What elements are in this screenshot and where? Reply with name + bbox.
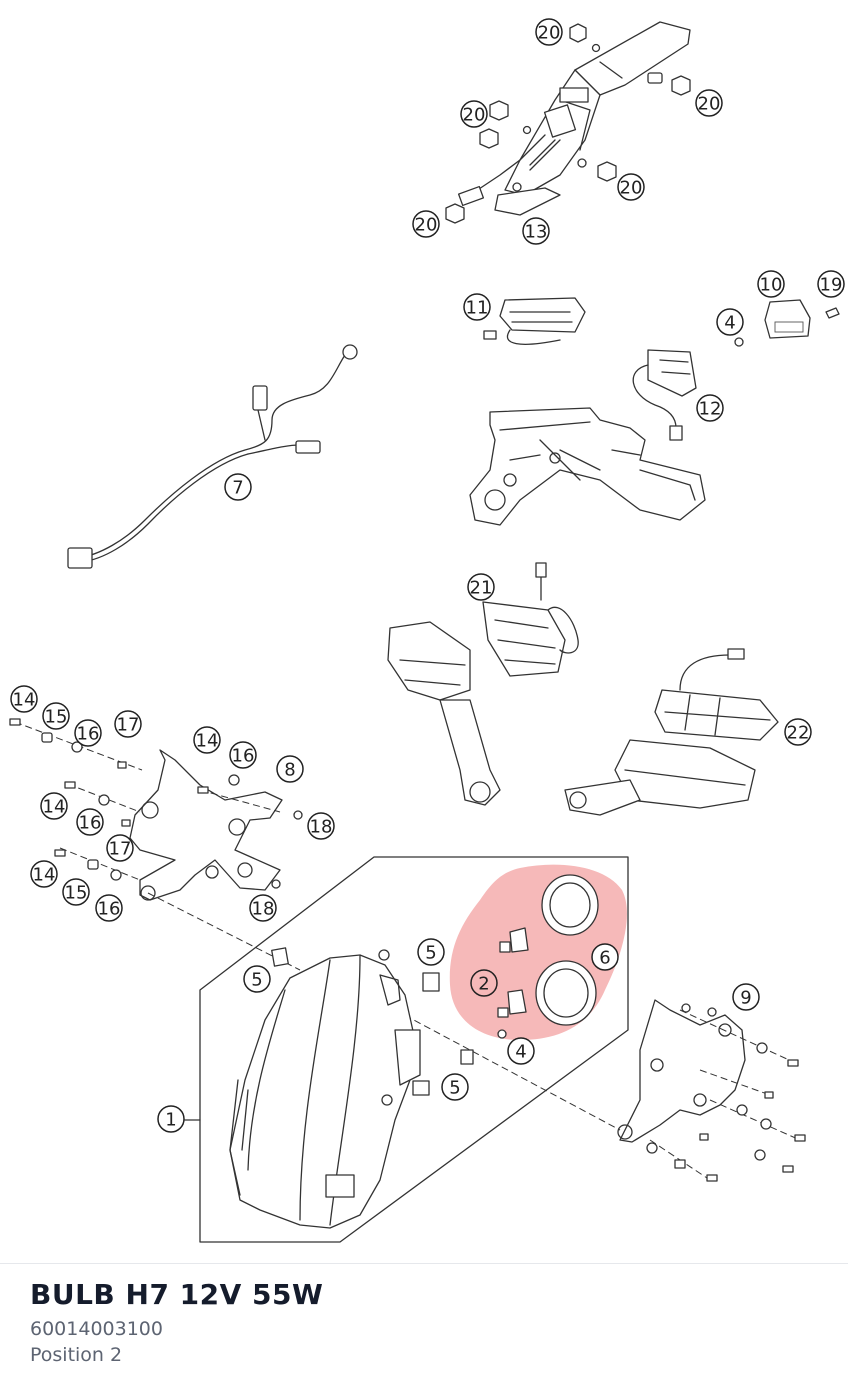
svg-text:4: 4 <box>724 313 735 334</box>
footer-divider <box>0 1263 848 1264</box>
callout-13[interactable]: 13 <box>522 217 550 245</box>
headlight-kit-outline <box>199 856 629 1243</box>
right-headlight-bracket-part[interactable] <box>617 999 746 1143</box>
svg-text:16: 16 <box>79 813 102 834</box>
svg-text:9: 9 <box>740 988 751 1009</box>
svg-text:13: 13 <box>525 222 548 243</box>
callout-4-front[interactable]: 4 <box>507 1037 535 1065</box>
callout-16-b[interactable]: 16 <box>229 741 257 769</box>
svg-text:18: 18 <box>310 817 333 838</box>
part-number: 60014003100 <box>30 1318 163 1340</box>
svg-text:4: 4 <box>515 1042 526 1063</box>
rear-subframe-part[interactable] <box>457 21 691 216</box>
callout-6[interactable]: 6 <box>591 943 619 971</box>
front-left-turn-signal-part[interactable] <box>387 562 579 806</box>
svg-text:14: 14 <box>43 797 66 818</box>
callout-20-e[interactable]: 20 <box>412 210 440 238</box>
mounting-axis-line <box>147 892 621 1131</box>
license-light-part[interactable] <box>734 299 840 347</box>
callout-7[interactable]: 7 <box>224 473 252 501</box>
callout-11[interactable]: 11 <box>463 293 491 321</box>
callout-16-a[interactable]: 16 <box>74 719 102 747</box>
nut-20-group <box>445 23 691 224</box>
exploded-parts-diagram: 20 20 20 20 20 13 11 10 19 4 12 7 21 22 … <box>9 18 845 1243</box>
callout-8[interactable]: 8 <box>276 755 304 783</box>
wiring-harness-part[interactable] <box>67 344 358 569</box>
svg-text:6: 6 <box>599 948 610 969</box>
callout-14-d[interactable]: 14 <box>30 860 58 888</box>
callout-21[interactable]: 21 <box>467 573 495 601</box>
svg-text:21: 21 <box>470 578 493 599</box>
svg-text:17: 17 <box>109 839 132 860</box>
svg-text:20: 20 <box>415 215 438 236</box>
callout-14-c[interactable]: 14 <box>40 792 68 820</box>
svg-text:16: 16 <box>232 746 255 767</box>
svg-text:7: 7 <box>232 478 243 499</box>
svg-text:5: 5 <box>425 943 436 964</box>
svg-text:16: 16 <box>98 899 121 920</box>
callout-18-a[interactable]: 18 <box>307 812 335 840</box>
svg-text:11: 11 <box>466 298 489 319</box>
callout-9[interactable]: 9 <box>732 983 760 1011</box>
callout-10[interactable]: 10 <box>757 270 785 298</box>
bulb-h7-part[interactable] <box>497 927 529 1039</box>
svg-text:8: 8 <box>284 760 295 781</box>
rear-turn-signal-part[interactable] <box>632 349 697 441</box>
part-title: BULB H7 12V 55W <box>30 1278 324 1311</box>
callout-5-b[interactable]: 5 <box>243 965 271 993</box>
tail-light-part[interactable] <box>483 297 586 345</box>
left-headlight-bracket-part[interactable] <box>129 749 283 901</box>
svg-text:14: 14 <box>33 865 56 886</box>
callout-17-a[interactable]: 17 <box>114 710 142 738</box>
svg-text:18: 18 <box>252 899 275 920</box>
clip-5-group <box>271 947 474 1096</box>
callout-16-c[interactable]: 16 <box>76 808 104 836</box>
svg-text:20: 20 <box>538 23 561 44</box>
callout-14-a[interactable]: 14 <box>10 685 38 713</box>
svg-text:20: 20 <box>463 105 486 126</box>
callout-20-a[interactable]: 20 <box>535 18 563 46</box>
svg-text:16: 16 <box>77 724 100 745</box>
dust-cap-6-part[interactable] <box>535 874 599 1026</box>
svg-text:12: 12 <box>699 399 722 420</box>
left-bracket-fasteners <box>9 718 303 889</box>
svg-text:22: 22 <box>787 723 810 744</box>
callout-15-b[interactable]: 15 <box>62 878 90 906</box>
svg-text:20: 20 <box>620 178 643 199</box>
callout-5-c[interactable]: 5 <box>441 1073 469 1101</box>
svg-text:2: 2 <box>478 974 489 995</box>
svg-text:17: 17 <box>117 715 140 736</box>
svg-text:20: 20 <box>698 94 721 115</box>
callout-1[interactable]: 1 <box>157 1105 185 1133</box>
front-right-turn-signal-part[interactable] <box>564 648 779 816</box>
callout-14-b[interactable]: 14 <box>193 726 221 754</box>
svg-text:1: 1 <box>165 1110 176 1131</box>
callout-19[interactable]: 19 <box>817 270 845 298</box>
callout-20-c[interactable]: 20 <box>695 89 723 117</box>
callout-4-rear[interactable]: 4 <box>716 308 744 336</box>
callout-2[interactable]: 2 <box>470 969 498 997</box>
svg-text:14: 14 <box>196 731 219 752</box>
rear-fender-part[interactable] <box>469 407 706 526</box>
callout-20-b[interactable]: 20 <box>460 100 488 128</box>
callout-12[interactable]: 12 <box>696 394 724 422</box>
callout-22[interactable]: 22 <box>784 718 812 746</box>
callout-16-d[interactable]: 16 <box>95 894 123 922</box>
part-position: Position 2 <box>30 1344 123 1366</box>
svg-text:14: 14 <box>13 690 36 711</box>
svg-text:15: 15 <box>65 883 88 904</box>
right-bracket-fasteners <box>646 1003 806 1182</box>
callout-15-a[interactable]: 15 <box>42 702 70 730</box>
callout-20-d[interactable]: 20 <box>617 173 645 201</box>
svg-text:5: 5 <box>449 1078 460 1099</box>
svg-text:15: 15 <box>45 707 68 728</box>
callout-18-b[interactable]: 18 <box>249 894 277 922</box>
callout-17-b[interactable]: 17 <box>106 834 134 862</box>
callout-5-a[interactable]: 5 <box>417 938 445 966</box>
svg-text:5: 5 <box>251 970 262 991</box>
headlight-assembly-part[interactable] <box>229 949 421 1229</box>
svg-text:19: 19 <box>820 275 843 296</box>
svg-text:10: 10 <box>760 275 783 296</box>
